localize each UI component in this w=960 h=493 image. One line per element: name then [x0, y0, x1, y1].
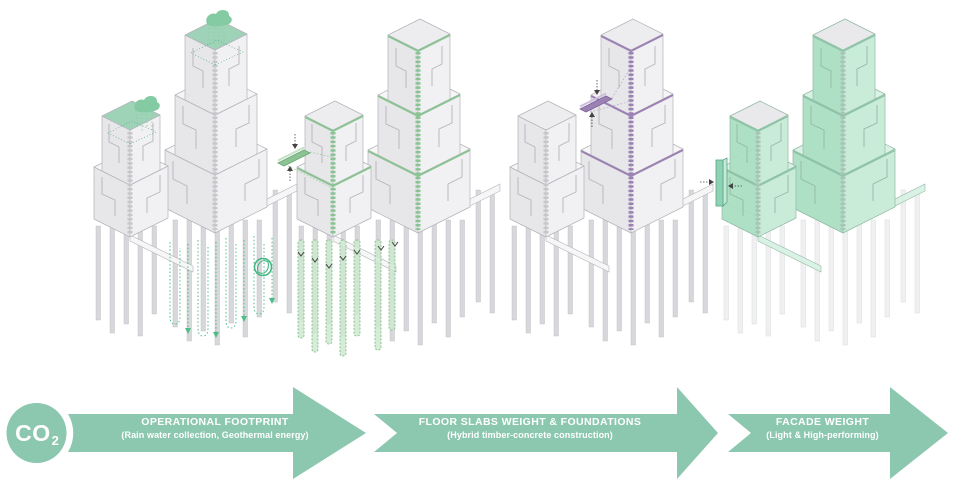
- co2-label: CO: [15, 419, 51, 446]
- step-3-subtitle: (Light & High-performing): [766, 430, 879, 440]
- stage-4-towers: [722, 19, 925, 345]
- stage-1-towers: [94, 19, 297, 345]
- step-1-title: OPERATIONAL FOOTPRINT: [141, 416, 289, 428]
- stage-1-overlay: [107, 10, 275, 338]
- step-2-subtitle: (Hybrid timber-concrete construction): [447, 430, 613, 440]
- geothermal-loops: [169, 236, 273, 337]
- stage-3-towers: [510, 19, 713, 345]
- stage-2-overlay: [277, 134, 399, 357]
- stage-4-overlay: [700, 147, 759, 217]
- rain-cloud-icon: [134, 96, 160, 113]
- step-3-title: FACADE WEIGHT: [775, 416, 870, 428]
- step-1-subtitle: (Rain water collection, Geothermal energ…: [121, 430, 309, 440]
- process-arrow-3: [728, 387, 948, 479]
- facade-panel-callout: [700, 147, 759, 217]
- rain-dots: [208, 28, 225, 47]
- rain-cloud-icon: [206, 10, 232, 27]
- recycle-leaf-icon: [253, 257, 273, 277]
- process-step-2: FLOOR SLABS WEIGHT & FOUNDATIONS (Hybrid…: [395, 416, 665, 441]
- green-roof-outline: [107, 120, 157, 145]
- slab-callout: [579, 71, 629, 127]
- timber-slab-callout: [277, 134, 337, 191]
- process-band: [0, 380, 960, 493]
- process-step-1: OPERATIONAL FOOTPRINT (Rain water collec…: [80, 416, 350, 441]
- process-arrow-2: [374, 387, 718, 479]
- process-arrow-1: [68, 387, 366, 479]
- geothermal-arrowheads: [185, 298, 275, 338]
- process-step-3: FACADE WEIGHT (Light & High-performing): [700, 416, 945, 441]
- step-2-title: FLOOR SLABS WEIGHT & FOUNDATIONS: [418, 416, 642, 428]
- co2-subscript: 2: [51, 432, 59, 448]
- rain-dots: [136, 114, 153, 131]
- tower-diagrams: [94, 10, 925, 357]
- reduced-piles-overlay: [297, 239, 399, 357]
- band-svg: [6, 387, 948, 479]
- pile-reduction-arrows: [297, 241, 399, 269]
- co2-badge: CO 2: [6, 403, 67, 463]
- towers-svg: [94, 10, 925, 357]
- co2-circle: [6, 403, 67, 463]
- stage-3-overlay: [579, 71, 629, 127]
